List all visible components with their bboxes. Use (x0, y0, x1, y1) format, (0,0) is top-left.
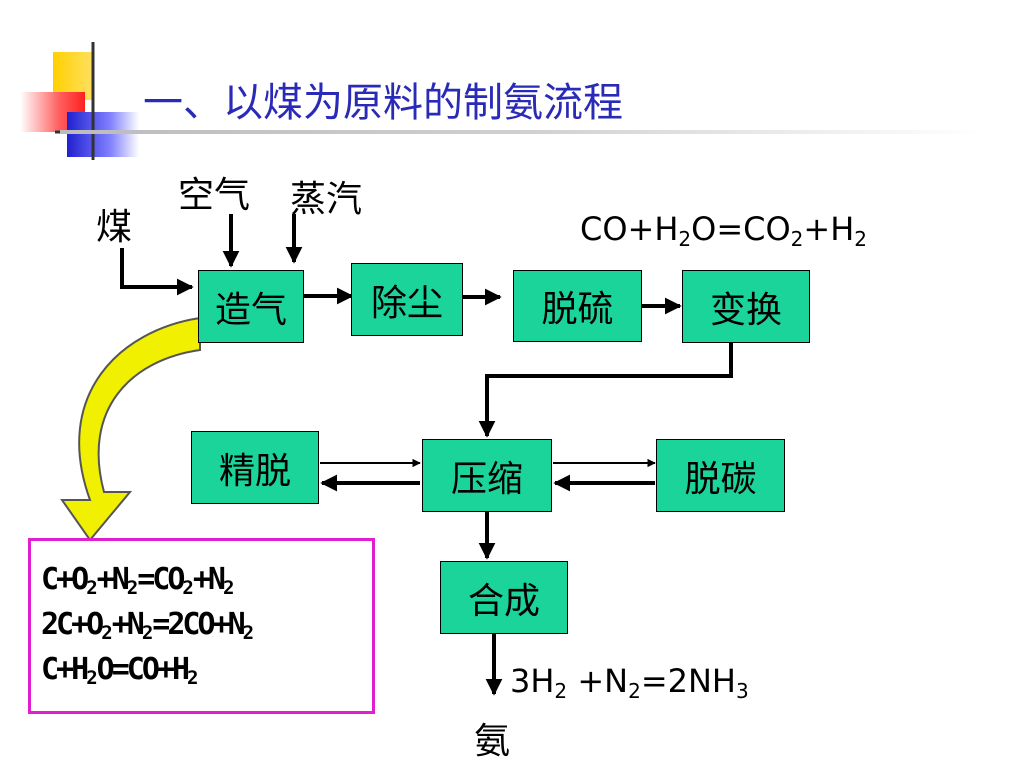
gasification-equation: C+O2+N2=CO2+N2 (41, 562, 234, 599)
label-steam: 蒸汽 (290, 179, 363, 220)
box-compression: 压缩 (422, 439, 552, 512)
title-divider (60, 130, 980, 134)
equation-shift: CO+H2O=CO2+H2 (580, 210, 868, 251)
equation-synthesis: 3H2 +N2=2NH3 (510, 662, 749, 703)
box-fine-removal: 精脱 (191, 431, 319, 504)
box-dust-removal: 除尘 (351, 263, 463, 336)
arrow-shift-to-compression (478, 343, 733, 438)
label-air: 空气 (178, 175, 251, 216)
gasification-equation: C+H2O=CO+H2 (41, 652, 199, 689)
arrow-coal-to-gasification (120, 248, 194, 296)
box-shift: 变换 (682, 270, 810, 343)
box-decarbonization: 脱碳 (656, 439, 785, 512)
page-title: 一、以煤为原料的制氨流程 (143, 80, 623, 126)
label-coal: 煤 (96, 207, 133, 248)
callout-arrow (60, 316, 201, 542)
box-desulfurization: 脱硫 (513, 270, 642, 342)
box-synthesis: 合成 (440, 561, 568, 634)
gasification-equations-box: C+O2+N2=CO2+N2 2C+O2+N2=2CO+N2 C+H2O=CO+… (28, 538, 375, 714)
label-ammonia: 氨 (474, 721, 511, 762)
box-gasification: 造气 (198, 270, 304, 343)
gasification-equation: 2C+O2+N2=2CO+N2 (41, 607, 254, 644)
